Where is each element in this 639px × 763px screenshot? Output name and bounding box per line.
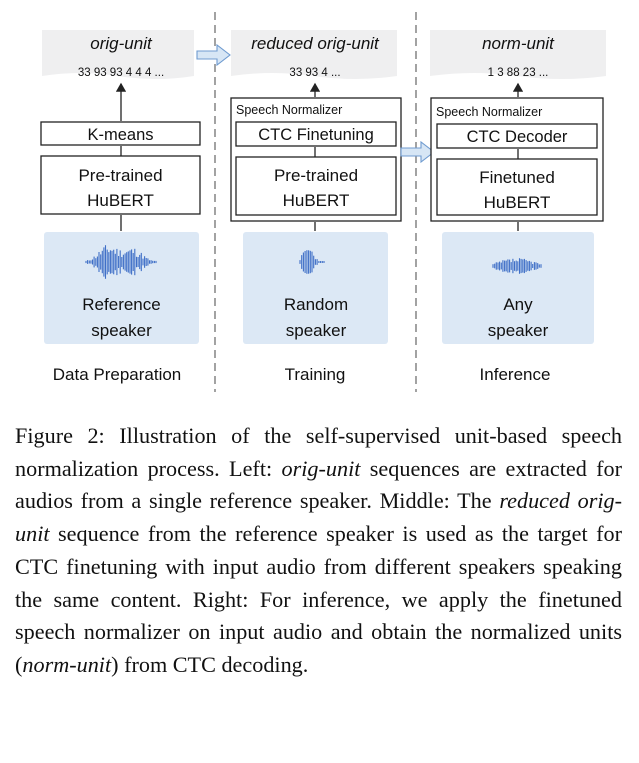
any-waveform-icon (492, 258, 542, 274)
caption-left-prefix: Left: (229, 455, 273, 481)
kmeans-box (40, 121, 201, 146)
reference-speaker-line1: Reference (82, 295, 160, 314)
middle-pretrained-hubert-box (235, 156, 397, 216)
random-speaker-line1: Random (284, 295, 348, 314)
reference-speaker-box (44, 232, 199, 344)
pretrained-hubert-line2: HuBERT (87, 191, 154, 210)
any-speaker-line1: Any (503, 295, 533, 314)
caption-right-rest: ) from CTC decoding. (111, 651, 309, 677)
pretrained-hubert-line1: Pre-trained (78, 166, 162, 185)
any-speaker-box (442, 232, 594, 344)
caption-left-rest: sequences are extracted for audios from … (15, 455, 623, 514)
stage-label-training: Training (285, 365, 346, 384)
norm-unit-box (430, 30, 606, 79)
norm-unit-sequence: 1 3 88 23 ... (488, 67, 549, 79)
column-data-preparation: orig-unit 33 93 93 4 4 4 ... K-means Pre… (40, 30, 201, 384)
caption-summary: Illustration of the self-supervised unit… (15, 423, 623, 481)
ctc-finetuning-box (235, 121, 397, 147)
pretrained-hubert-box (40, 155, 201, 215)
kmeans-label: K-means (87, 126, 153, 144)
block-arrow-training-to-inference (400, 140, 435, 164)
middle-pretrained-hubert-line1: Pre-trained (274, 166, 358, 185)
finetuned-hubert-line1: Finetuned (479, 168, 555, 187)
ctc-decoder-label: CTC Decoder (467, 128, 568, 146)
caption-orig-unit-term: orig-unit (281, 455, 361, 481)
caption-right-prefix: Right: For inference, we apply the finet… (15, 586, 622, 677)
caption-norm-unit-term: norm-unit (22, 651, 112, 677)
random-speaker-line2: speaker (286, 321, 347, 340)
stage-label-inference: Inference (480, 365, 551, 384)
speech-normalization-diagram: orig-unit 33 93 93 4 4 4 ... K-means Pre… (40, 12, 606, 392)
stage-label-data-preparation: Data Preparation (53, 365, 182, 384)
ctc-finetuning-label: CTC Finetuning (258, 126, 374, 144)
orig-unit-sequence: 33 93 93 4 4 4 ... (78, 67, 164, 79)
speech-normalizer-training-label: Speech Normalizer (236, 103, 342, 117)
reduced-orig-unit-title: reduced orig-unit (251, 34, 380, 53)
caption-middle-prefix: Middle: The (379, 488, 492, 514)
ctc-decoder-box (436, 123, 598, 149)
speech-normalizer-inference-label: Speech Normalizer (436, 105, 542, 119)
random-waveform-icon (299, 250, 325, 274)
any-speaker-line2: speaker (488, 321, 549, 340)
finetuned-hubert-box (436, 158, 598, 216)
column-training: reduced orig-unit 33 93 4 ... Speech Nor… (230, 30, 402, 384)
reduced-orig-unit-sequence: 33 93 4 ... (289, 67, 340, 79)
block-arrow-orig-to-reduced (196, 43, 231, 67)
random-speaker-box (243, 232, 388, 344)
middle-pretrained-hubert-line2: HuBERT (283, 191, 350, 210)
orig-unit-title: orig-unit (90, 34, 153, 53)
norm-unit-title: norm-unit (482, 34, 555, 53)
finetuned-hubert-line2: HuBERT (484, 193, 551, 212)
figure-label: Figure 2: (15, 423, 105, 448)
caption-middle-rest: sequence from the reference speaker is u… (15, 521, 622, 612)
column-inference: norm-unit 1 3 88 23 ... Speech Normalize… (430, 30, 606, 384)
orig-unit-box (42, 30, 194, 79)
figure-caption: Figure 2: Illustration of the self-super… (15, 420, 622, 682)
reference-waveform-icon (85, 245, 157, 279)
reference-speaker-line2: speaker (91, 321, 152, 340)
reduced-orig-unit-box (231, 30, 397, 79)
caption-reduced-orig-unit-term: reduced orig-unit (15, 488, 623, 547)
